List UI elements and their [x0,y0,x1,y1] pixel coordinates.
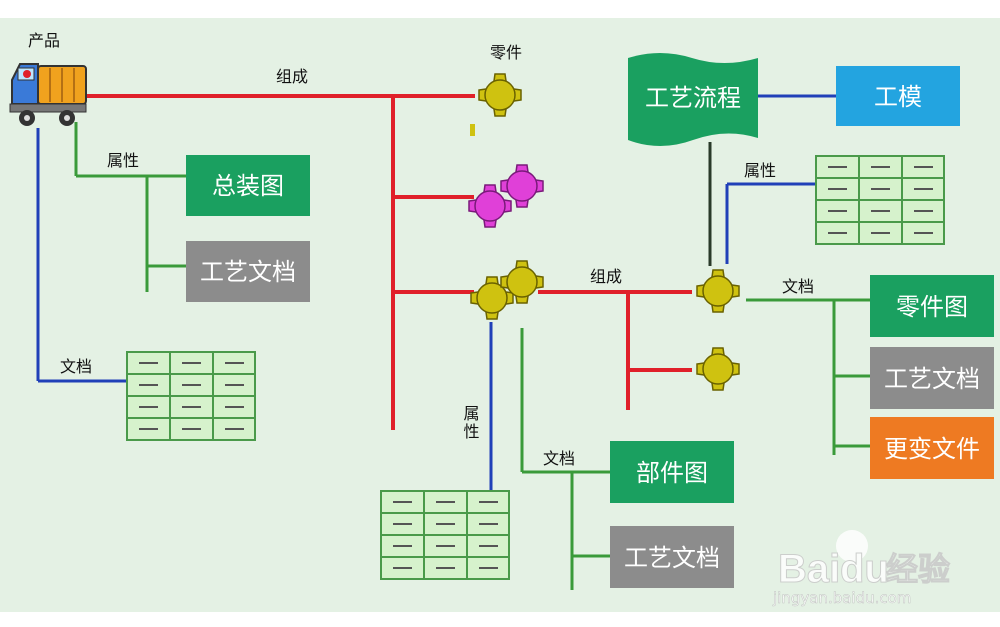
process-flow-banner: 工艺流程 [628,53,758,146]
attribute-label-vertical: 属性 [461,405,480,441]
tooling-box: 工模 [836,66,960,126]
change-file-text: 更变文件 [884,435,980,463]
process-doc-right-text: 工艺文档 [884,365,980,393]
watermark-brand-2: du [840,547,889,591]
part-drawing-text: 零件图 [896,293,968,321]
document-table-left [126,351,256,441]
truck-icon [9,63,87,126]
process-doc-left-text: 工艺文档 [200,258,296,286]
document-label-bottom: 文档 [543,449,575,468]
assembly-drawing-box: 总装图 [186,155,310,216]
compose-label-mid: 组成 [590,267,622,286]
attribute-table-right [815,155,945,245]
product-label: 产品 [28,31,60,50]
component-drawing-box: 部件图 [610,441,734,503]
part-drawing-box: 零件图 [870,275,994,337]
component-drawing-text: 部件图 [636,459,708,487]
tooling-text: 工模 [874,83,922,111]
change-file-box: 更变文件 [870,417,994,479]
watermark-brand-cn: 经验 [886,551,950,587]
process-doc-left-box: 工艺文档 [186,241,310,302]
composition-lines [86,94,692,430]
process-flow-text: 工艺流程 [645,84,741,112]
watermark-brand: Bai [778,547,840,591]
gear-shaft-icon [470,124,475,136]
process-doc-bottom-box: 工艺文档 [610,526,734,588]
attribute-table-bottom [380,490,510,580]
process-doc-bottom-text: 工艺文档 [624,544,720,572]
attribute-label-left: 属性 [107,151,139,170]
compose-label-top: 组成 [276,67,308,86]
part-label: 零件 [490,43,522,62]
process-doc-right-box: 工艺文档 [870,347,994,409]
attribute-green-lines [74,122,870,590]
document-label-right: 文档 [782,277,814,296]
baidu-watermark: Bai du 经验 jingyan.baidu.com [772,530,951,607]
attribute-label-right: 属性 [744,161,776,180]
watermark-url: jingyan.baidu.com [772,589,911,607]
assembly-drawing-text: 总装图 [212,172,284,200]
paw-icon [836,530,868,562]
document-blue-lines [36,94,836,492]
document-label-left: 文档 [60,357,92,376]
